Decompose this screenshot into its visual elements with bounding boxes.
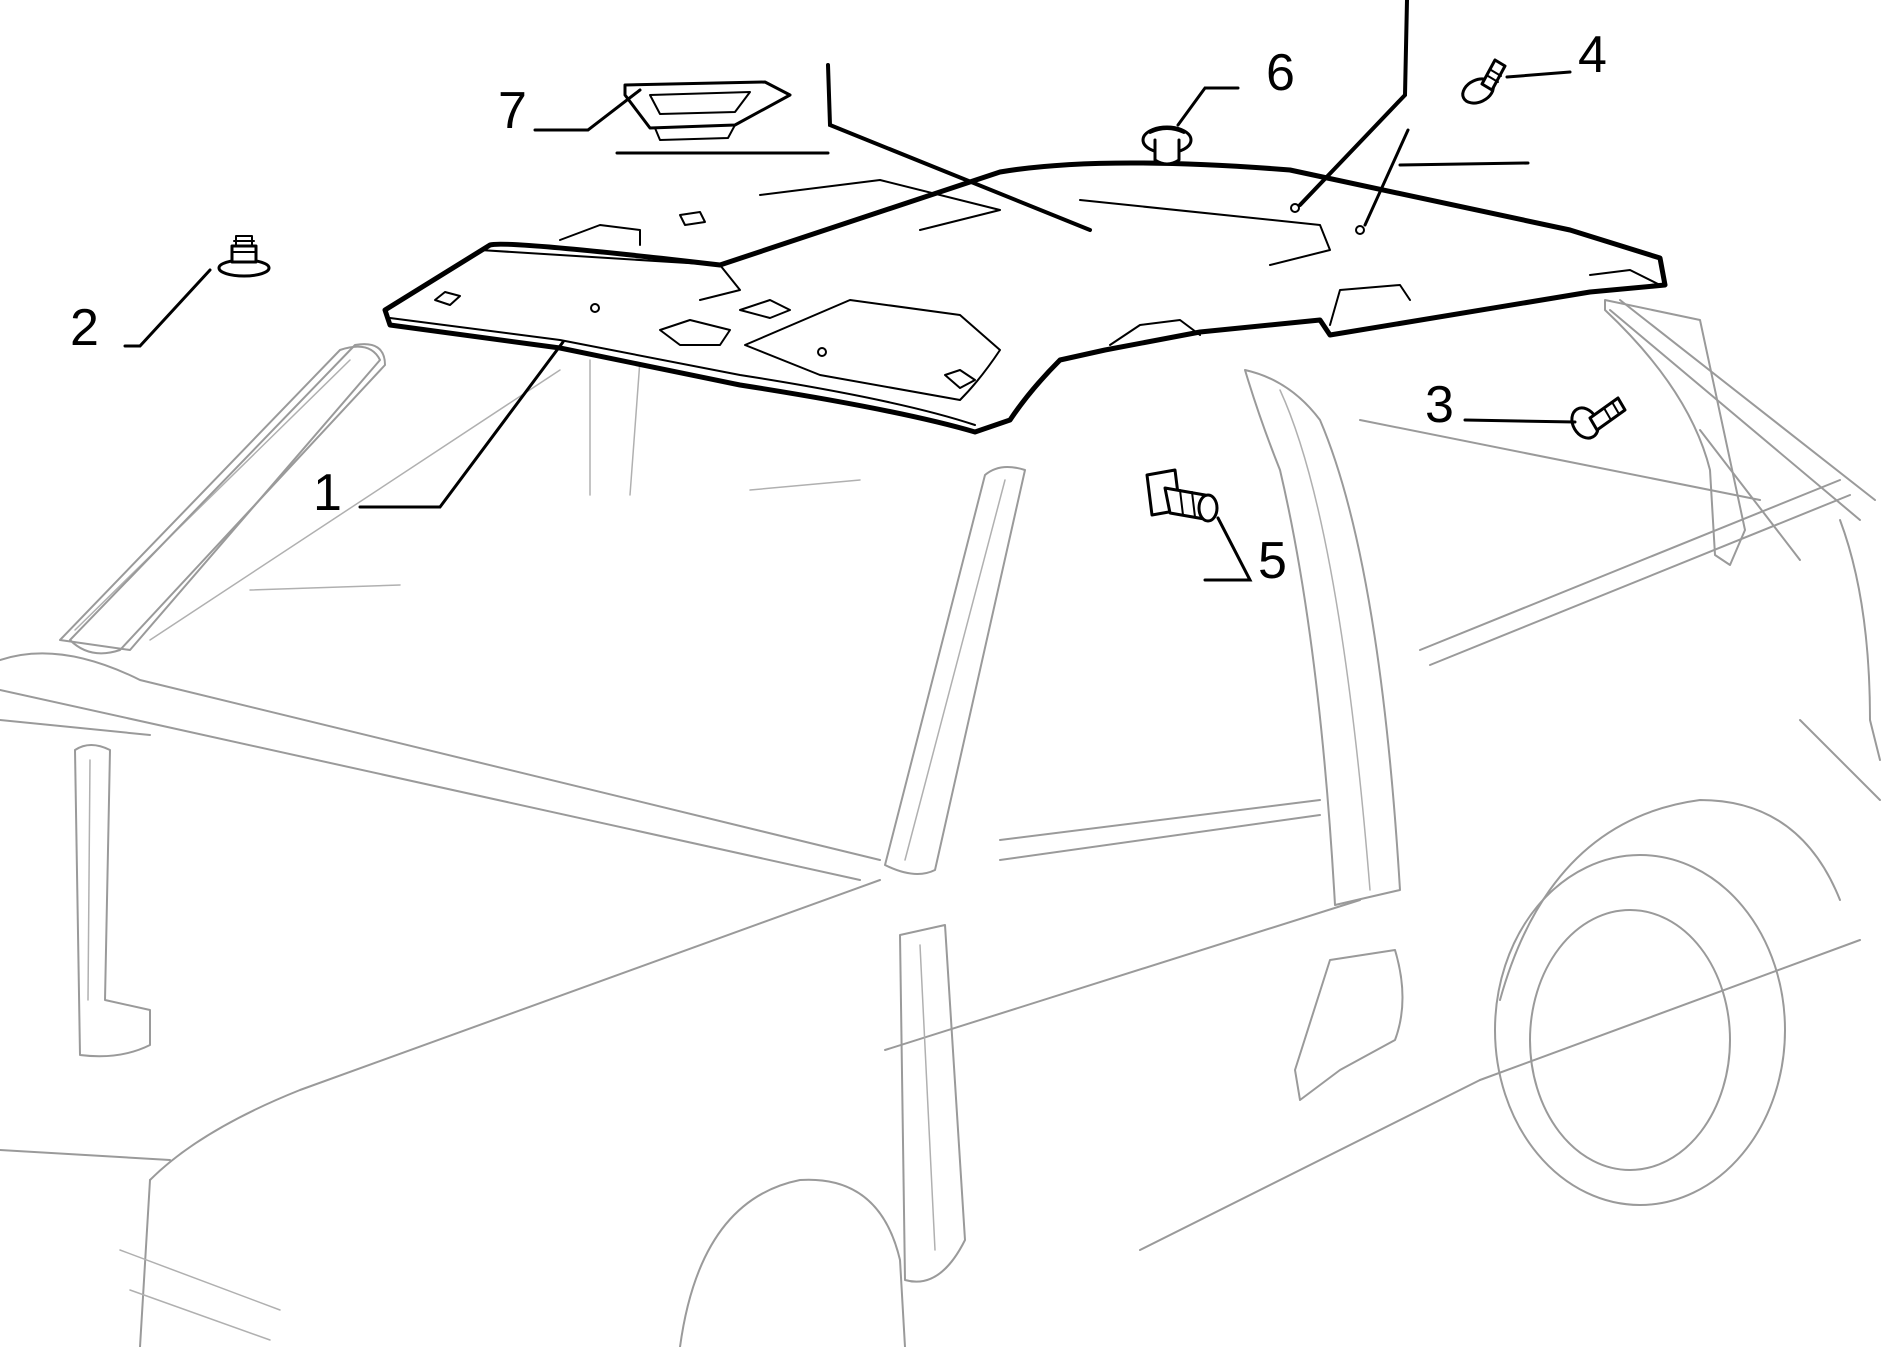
leader-lines	[123, 0, 1577, 582]
callout-4: 4	[1578, 26, 1607, 84]
car-body-outline	[0, 299, 1881, 1347]
callout-6: 6	[1266, 44, 1295, 102]
callout-3: 3	[1425, 376, 1454, 434]
pillar-trims	[69, 299, 1746, 1283]
clip-part-5	[1145, 468, 1219, 523]
callout-labels: 1 2 3 4 5 6 7	[70, 26, 1607, 590]
rivet-part-4	[1461, 58, 1507, 105]
clip-part-2	[217, 235, 271, 278]
callout-2: 2	[70, 299, 99, 357]
light-frame-part-7	[623, 80, 792, 141]
callout-7: 7	[498, 82, 527, 140]
headliner-part-1	[382, 160, 1668, 435]
cap-part-6	[1141, 125, 1193, 166]
screw-part-3	[1570, 396, 1627, 440]
callout-1: 1	[313, 464, 342, 522]
callout-5: 5	[1258, 532, 1287, 590]
